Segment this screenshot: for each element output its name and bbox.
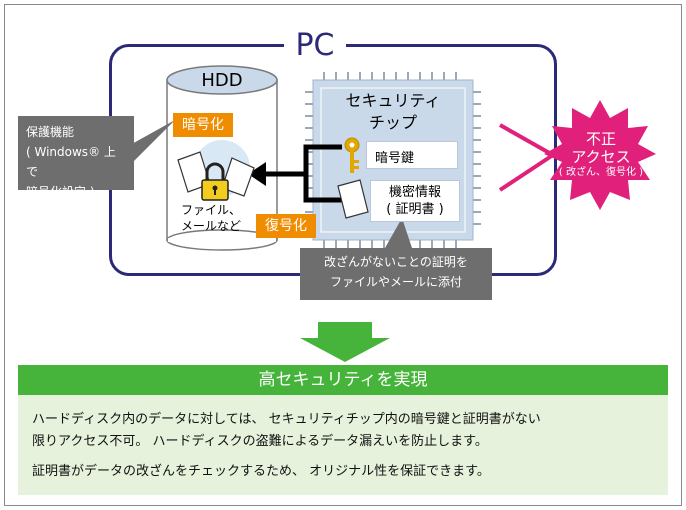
files-label-line-1: ファイル、 (180, 203, 241, 217)
files-label: ファイル、 メールなど (172, 202, 250, 234)
result-para-1-line-1: ハードディスク内のデータに対しては、 セキュリティチップ内の暗号鍵と証明書がない (32, 412, 541, 427)
certificate-box: 機密情報 ( 証明書 ) (370, 180, 460, 222)
protection-callout: 保護機能 ( Windows® 上で 暗号化設定 ) (18, 116, 134, 199)
threat-line-2: アクセス (571, 148, 631, 166)
key-label: 暗号鍵 (375, 151, 415, 166)
hdd-label: HDD (201, 70, 243, 91)
result-para-1-line-2: 限りアクセス不可。 ハードディスクの盗難によるデータ漏えいを防止します。 (32, 434, 488, 449)
certificate-icon (337, 179, 369, 219)
attach-line-2: ファイルやメールに添付 (329, 275, 462, 289)
key-icon (344, 137, 360, 173)
cert-label-line-1: 機密情報 (388, 185, 441, 200)
cert-label-line-2: ( 証明書 ) (386, 202, 444, 217)
protection-callout-pointer (130, 120, 175, 165)
chip-title-line-2: チップ (368, 113, 417, 132)
result-banner: 高セキュリティを実現 (18, 365, 668, 395)
encrypt-label: 暗号化 (173, 113, 233, 137)
threat-text: 不正 アクセス ( 改ざん、復号化 ) (556, 130, 646, 180)
threat-line-3: ( 改ざん、復号化 ) (558, 167, 644, 178)
outer-frame (4, 4, 682, 506)
decrypt-label: 復号化 (256, 214, 316, 238)
files-label-line-2: メールなど (180, 219, 241, 233)
key-box: 暗号鍵 (366, 141, 458, 169)
protection-line-1: 保護機能 (26, 125, 75, 139)
attach-callout-pointer (385, 218, 412, 248)
threat-line-1: 不正 (585, 130, 616, 148)
result-panel (18, 395, 668, 495)
chip-title: セキュリティ チップ (330, 90, 456, 134)
protection-line-2: ( Windows® 上で (26, 145, 116, 179)
padlock-icon (201, 162, 229, 201)
result-para-2: 証明書がデータの改ざんをチェックするため、 オリジナル性を保証できます。 (32, 464, 490, 479)
chip-to-hdd-arrow (248, 144, 342, 203)
attach-callout: 改ざんがないことの証明を ファイルやメールに添付 (300, 248, 492, 300)
attach-line-1: 改ざんがないことの証明を (324, 255, 468, 269)
protection-line-3: 暗号化設定 ) (26, 185, 95, 199)
pc-label: PC (284, 26, 346, 66)
chip-title-line-1: セキュリティ (345, 91, 441, 110)
threat-burst (498, 100, 656, 210)
down-arrow (300, 322, 390, 362)
